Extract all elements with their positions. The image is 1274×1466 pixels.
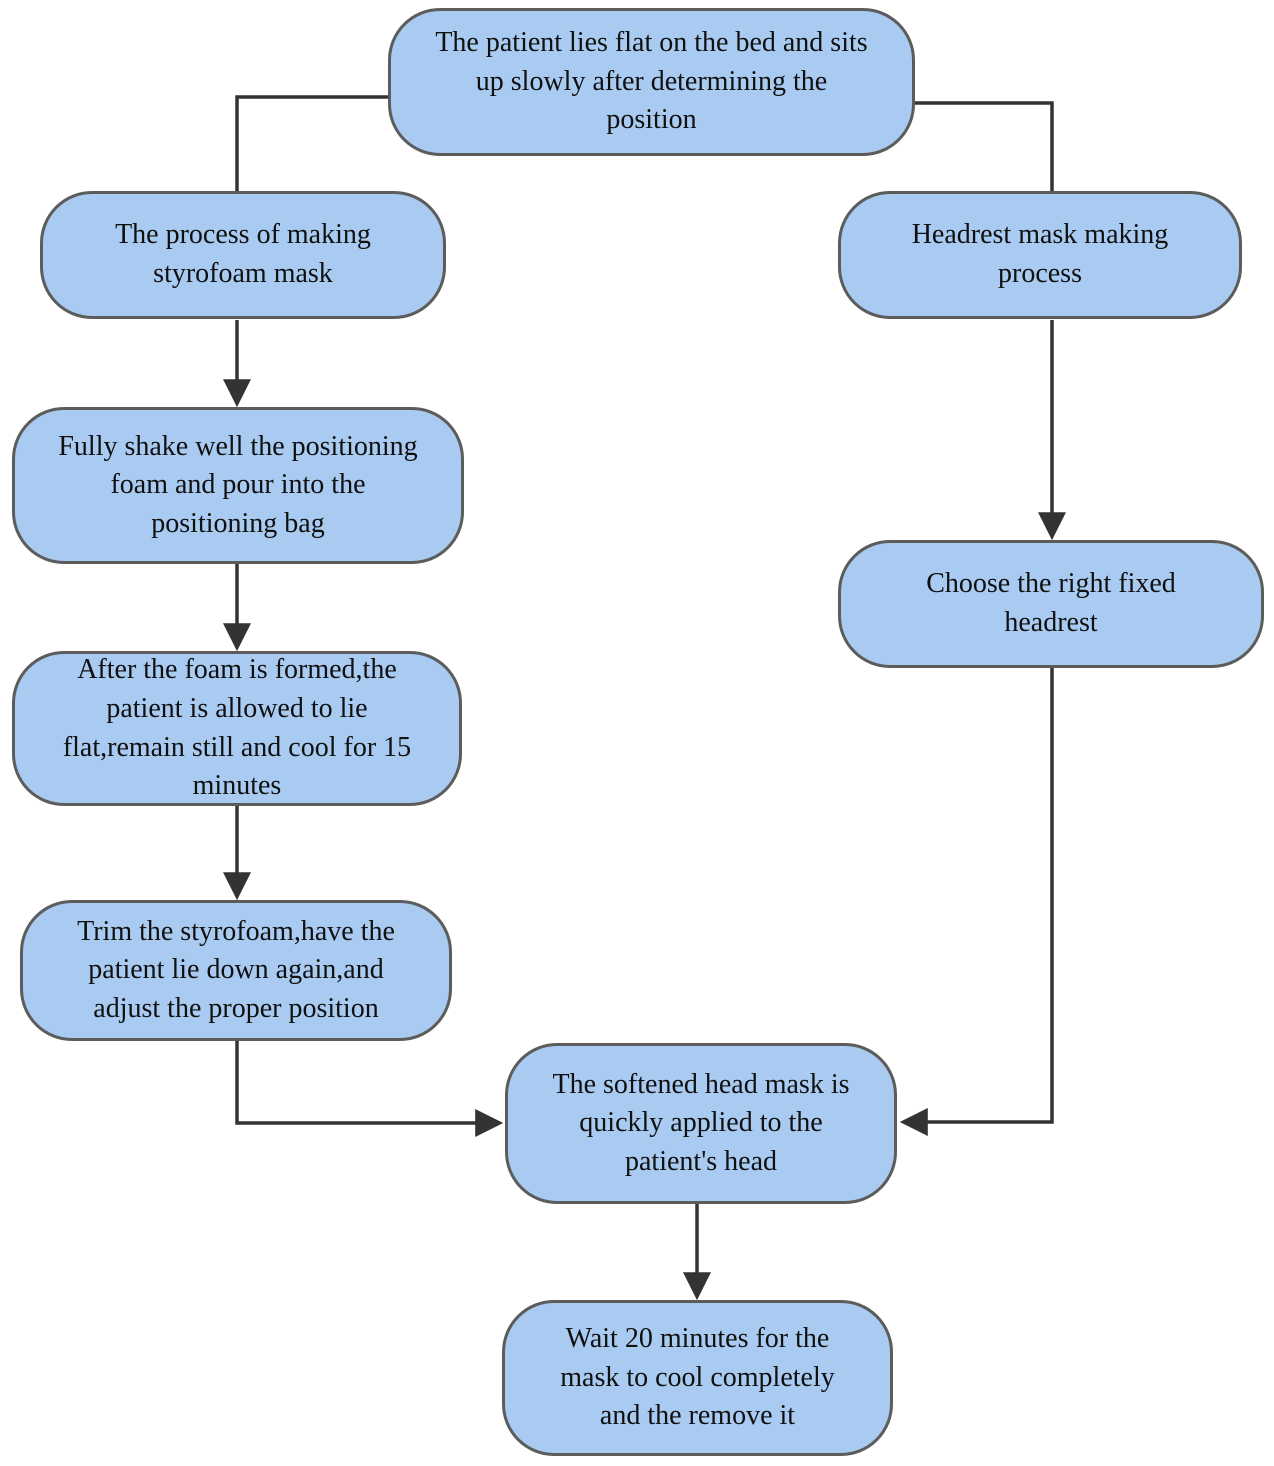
edge-trim-styrofoam-to-apply-mask [235, 1041, 504, 1137]
node-styrofoam-process[interactable]: The process of making styrofoam mask [40, 191, 446, 319]
node-foam-formed[interactable]: After the foam is formed,the patient is … [12, 651, 462, 806]
edge-choose-headrest-to-apply-mask [899, 668, 1054, 1136]
node-choose-headrest[interactable]: Choose the right fixed headrest [838, 540, 1264, 668]
edge-start-to-headrest-process [913, 101, 1054, 191]
node-shake-foam[interactable]: Fully shake well the positioning foam an… [12, 407, 464, 564]
node-apply-mask[interactable]: The softened head mask is quickly applie… [505, 1043, 897, 1204]
node-headrest-process[interactable]: Headrest mask making process [838, 191, 1242, 319]
node-start[interactable]: The patient lies flat on the bed and sit… [388, 8, 915, 156]
node-trim-styrofoam[interactable]: Trim the styrofoam,have the patient lie … [20, 900, 452, 1041]
edge-start-to-styrofoam-process [235, 95, 390, 191]
node-wait-cool[interactable]: Wait 20 minutes for the mask to cool com… [502, 1300, 893, 1456]
